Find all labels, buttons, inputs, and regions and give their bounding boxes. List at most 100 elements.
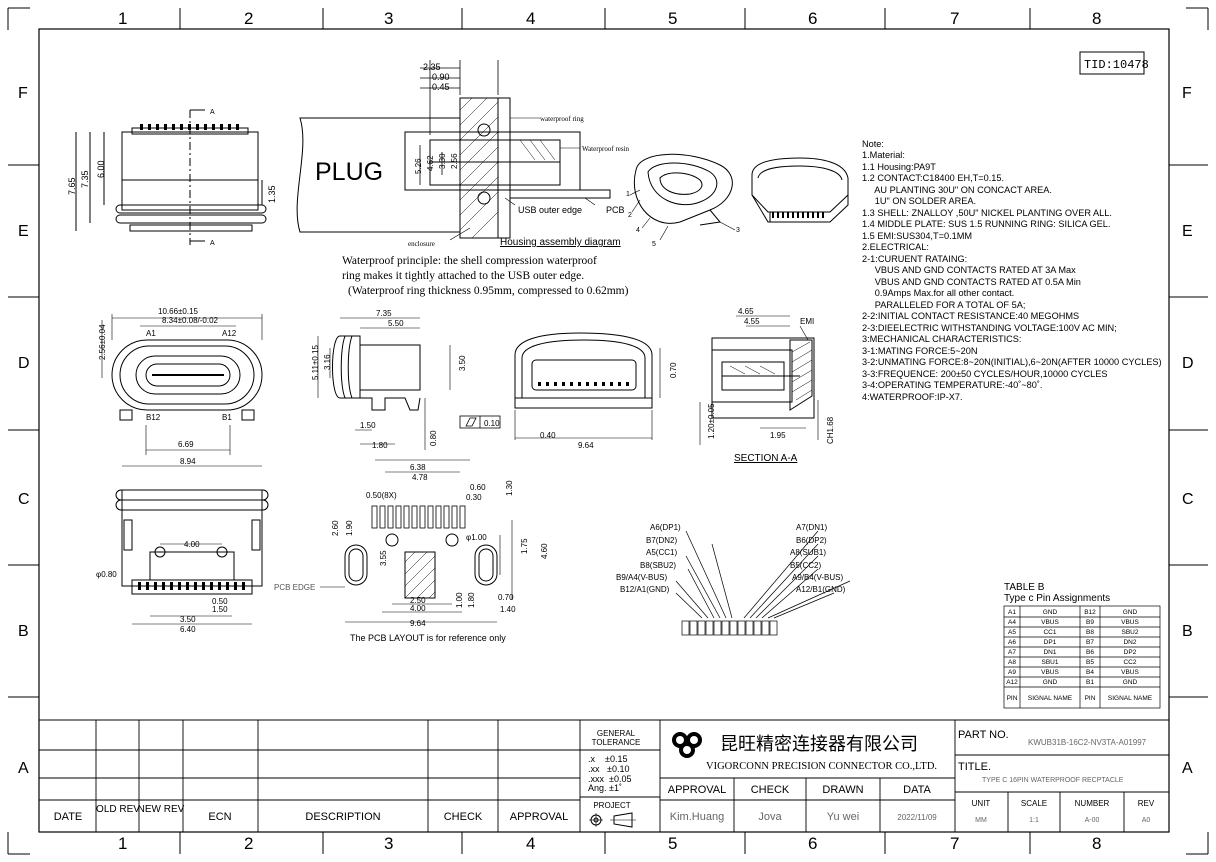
note-line: 1.2 CONTACT:C18400 EH,T=0.15. [862, 173, 1004, 183]
waterproof-resin-label: Waterproof resin [582, 145, 630, 153]
row-label: D [1182, 355, 1194, 372]
dim-400: 4.00 [184, 540, 200, 549]
dim-526: 5.26 [414, 158, 423, 174]
sign-header: DRAWN [822, 784, 863, 796]
table-cell: GND [1123, 609, 1138, 616]
unit-header: NUMBER [1075, 799, 1110, 808]
iso-view-2 [751, 157, 849, 223]
top-side-view-dims: 7.65 7.35 6.00 1.35 A A [67, 109, 277, 247]
note-line: 2-3:DIEELECTRIC WITHSTANDING VOLTAGE:100… [862, 323, 1117, 333]
table-cell: B5 [1086, 659, 1094, 666]
table-cell: A12 [1006, 679, 1018, 686]
principle-line: Waterproof principle: the shell compress… [342, 255, 597, 267]
note-line: 2-2:INITIAL CONTACT RESISTANCE:40 MEGOHM… [862, 311, 1079, 321]
title-label: TITLE. [958, 761, 991, 773]
pin-label-left: A5(CC1) [646, 548, 677, 557]
iso-callouts: 1 2 3 4 5 [626, 191, 740, 248]
company-names: 昆旺精密连接器有限公司 VIGORCONN PRECISION CONNECTO… [706, 734, 937, 772]
dim-455: 4.55 [744, 317, 760, 326]
dim-462: 4.62 [426, 155, 435, 171]
housing-diagram-title: Housing assembly diagram [500, 237, 621, 248]
col-label: 5 [668, 9, 677, 28]
top-side-view-pins [140, 124, 239, 130]
sign-header: DATA [903, 784, 931, 796]
col-label: 6 [808, 834, 817, 853]
col-label: 2 [244, 9, 253, 28]
note-line: 3:MECHANICAL CHARACTERISTICS: [862, 334, 1021, 344]
table-header: PIN [1007, 695, 1018, 702]
dim-070: 0.70 [669, 362, 678, 378]
note-line: PARALLELED FOR A TOTAL OF 5A; [862, 300, 1025, 310]
sign-headers: APPROVAL CHECK DRAWN DATA [668, 784, 932, 796]
col-label: 8 [1092, 9, 1101, 28]
dim-316: 3.16 [323, 354, 332, 370]
rev-headers: DATE OLD REV NEW REV ECN DESCRIPTION CHE… [54, 804, 569, 823]
pin-label-right: B6(DP2) [796, 536, 827, 545]
section-mark: A [210, 109, 215, 116]
note-line: 3-1:MATING FORCE:5~20N [862, 346, 977, 356]
pin-label-left: B7(DN2) [646, 536, 677, 545]
note-line: 2.ELECTRICAL: [862, 242, 929, 252]
pin-label-right: A12/B1(GND) [796, 585, 846, 594]
unit-value: A-00 [1085, 817, 1100, 824]
table-cell: A4 [1008, 619, 1016, 626]
note-line: VBUS AND GND CONTACTS RATED AT 0.5A Min [862, 277, 1081, 287]
pin-label-left: A6(DP1) [650, 523, 681, 532]
dim-150: 1.50 [212, 605, 228, 614]
dim-400b: 4.00 [410, 604, 426, 613]
dim-460: 4.60 [540, 543, 549, 559]
col-label: 8 [1092, 834, 1101, 853]
pinout-labels: A6(DP1) B7(DN2) A5(CC1) B8(SBU2) B9/A4(V… [616, 523, 846, 594]
dim-040: 0.40 [540, 431, 556, 440]
table-cell: A8 [1008, 659, 1016, 666]
section-view [699, 315, 819, 445]
col-label: 3 [384, 834, 393, 853]
table-header: PIN [1085, 695, 1096, 702]
unit-value: A0 [1142, 817, 1151, 824]
note-line: Note: [862, 139, 884, 149]
iso-callout: 5 [652, 241, 656, 248]
table-cell: VBUS [1121, 619, 1139, 626]
dim-080: φ0.80 [96, 570, 117, 579]
dim-260: 2.60 [331, 520, 340, 536]
table-cell: A5 [1008, 629, 1016, 636]
table-cell: B9 [1086, 619, 1094, 626]
dim-120: 1.20±0.05 [707, 403, 716, 439]
col-label: 2 [244, 834, 253, 853]
sign-value: Jova [758, 811, 782, 823]
table-cell: DP1 [1044, 639, 1057, 646]
row-label: B [1182, 623, 1193, 640]
dim-050x: 0.50(8X) [366, 491, 397, 500]
dim-050: 0.50 [212, 597, 228, 606]
tolerance-line: .xx ±0.10 [588, 764, 629, 774]
bottom-view [115, 465, 269, 625]
middle-view-labels: 0.70 0.40 9.64 [540, 362, 678, 450]
table-b: TABLE B Type c Pin Assignments A1 GND B1… [1003, 582, 1161, 709]
col-label: 5 [668, 834, 677, 853]
sign-value: 2022/11/09 [897, 813, 937, 822]
row-label: C [1182, 491, 1194, 508]
pinout-fan [675, 530, 851, 636]
waterproof-ring-label: waterproof ring [540, 115, 584, 123]
table-cell: GND [1043, 679, 1058, 686]
table-cell: A6 [1008, 639, 1016, 646]
unit-header: UNIT [972, 799, 991, 808]
dim-250: 2.50 [410, 596, 426, 605]
dim-550: 5.50 [388, 319, 404, 328]
emi-label: EMI [800, 317, 814, 326]
rev-header: NEW REV [138, 804, 185, 815]
note-line: 3-4:OPERATING TEMPERATURE:-40˚~80˚. [862, 380, 1042, 390]
col-label: 4 [526, 834, 535, 853]
dim-735: 7.35 [80, 170, 90, 188]
dim-256: 2.56 [450, 153, 459, 169]
side-view [317, 317, 501, 450]
housing-labels: 2.35 0.90 0.45 PLUG 5.26 4.62 3.30 2.56 … [315, 62, 630, 297]
pin-a1-label: A1 [146, 329, 156, 338]
table-cell: SBU2 [1122, 629, 1139, 636]
pin-label-right: B5(CC2) [790, 561, 821, 570]
note-line: 1.4 MIDDLE PLATE: SUS 1.5 RUNNING RING: … [862, 219, 1110, 229]
row-label: F [18, 85, 28, 102]
pin-a12-label: A12 [222, 329, 237, 338]
row-label: F [1182, 85, 1192, 102]
unit-value: 1:1 [1029, 817, 1039, 824]
